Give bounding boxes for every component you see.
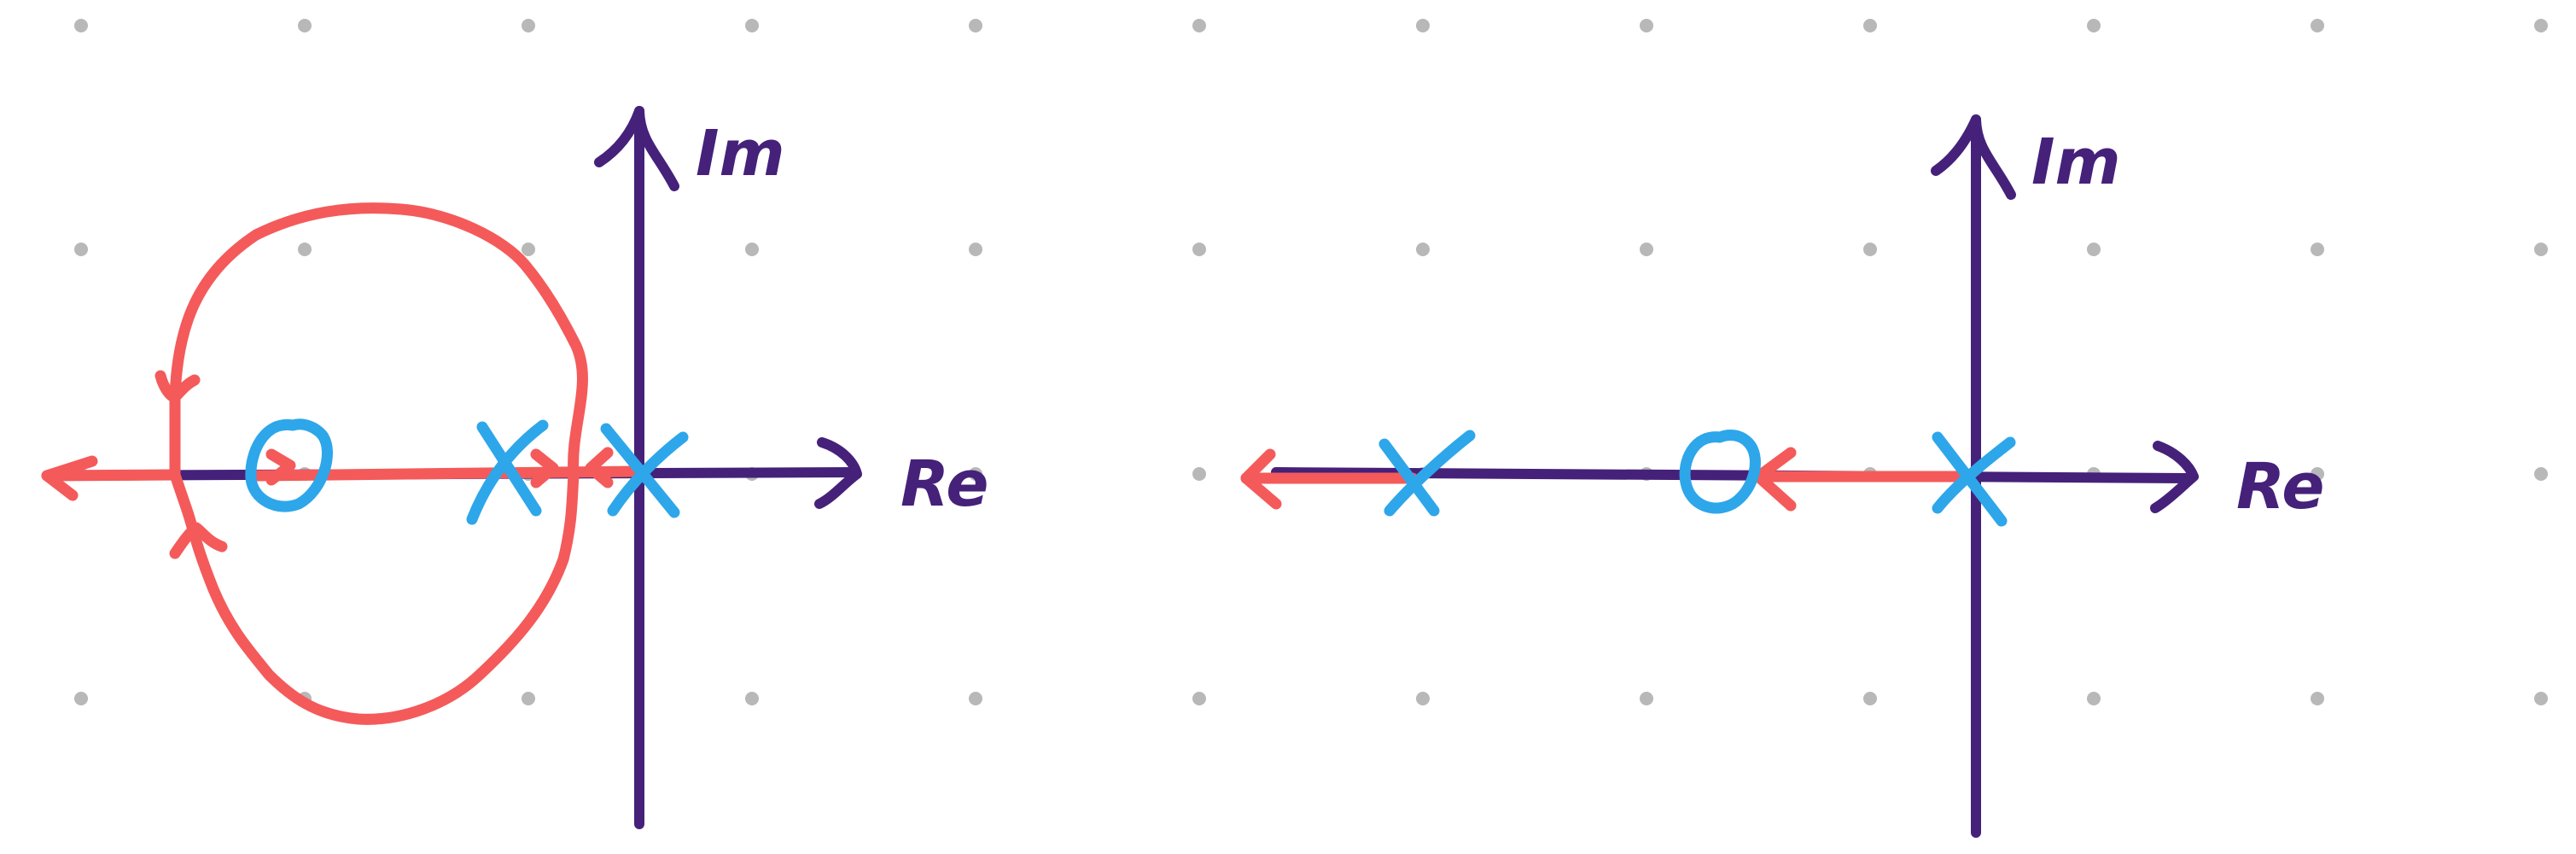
grid-dot xyxy=(1192,19,1206,32)
pole-marker-right-1 xyxy=(1378,430,1476,517)
grid-dot xyxy=(1863,243,1877,256)
real-axis-arrowhead xyxy=(2150,441,2199,513)
locus-arrow-near-origin xyxy=(585,447,614,488)
grid-dot xyxy=(2534,467,2548,481)
imaginary-axis-arrowhead xyxy=(1931,114,2016,200)
grid-dot xyxy=(522,692,535,705)
pole-marker-right-2 xyxy=(1932,431,2016,527)
grid-dot xyxy=(298,243,312,256)
locus-branch-to-neg-infinity xyxy=(41,469,181,482)
grid-dot xyxy=(1192,243,1206,256)
grid-dot xyxy=(298,19,312,32)
grid-dot xyxy=(74,19,88,32)
grid-dot xyxy=(1640,692,1653,705)
grid-dot xyxy=(2311,243,2324,256)
grid-dot xyxy=(2311,19,2324,32)
grid-dot xyxy=(1640,19,1653,32)
grid-dot xyxy=(1416,692,1430,705)
grid-dot xyxy=(2087,243,2101,256)
locus-circle-branch xyxy=(169,202,588,725)
pole-marker-left-2 xyxy=(600,423,689,518)
grid-dot xyxy=(2087,19,2101,32)
grid-dot xyxy=(2534,243,2548,256)
real-axis-label: Re xyxy=(2236,450,2324,524)
locus-arrow-middle xyxy=(530,448,559,488)
grid-dot xyxy=(1192,692,1206,705)
real-axis-arrowhead xyxy=(814,437,862,509)
grid-dot xyxy=(969,19,982,32)
right-root-locus-plot: Im Re xyxy=(1240,114,2324,838)
grid-dot xyxy=(1416,243,1430,256)
grid-dot xyxy=(522,243,535,256)
locus-arrow-upper-break xyxy=(154,370,201,403)
locus-arrow-toward-zero xyxy=(265,448,296,486)
zero-marker-left xyxy=(245,418,333,512)
dot-grid xyxy=(74,19,2548,705)
grid-dot xyxy=(2087,692,2101,705)
grid-dot xyxy=(1863,692,1877,705)
grid-dot xyxy=(74,243,88,256)
grid-dot xyxy=(1416,19,1430,32)
grid-dot xyxy=(2311,467,2324,481)
grid-dot xyxy=(969,243,982,256)
grid-dot xyxy=(2311,692,2324,705)
grid-dot xyxy=(2534,692,2548,705)
locus-arrow-left-end xyxy=(1240,448,1282,510)
grid-dot xyxy=(2534,19,2548,32)
zero-marker-right xyxy=(1679,430,1761,514)
imaginary-axis-arrowhead xyxy=(594,106,679,191)
grid-dot xyxy=(522,19,535,32)
real-axis-label: Re xyxy=(900,447,988,521)
grid-dot xyxy=(1640,243,1653,256)
imaginary-axis-label: Im xyxy=(2031,126,2121,199)
grid-dot xyxy=(969,692,982,705)
grid-dot xyxy=(745,692,759,705)
locus-segment-between-poles xyxy=(250,465,643,482)
grid-dot xyxy=(1863,19,1877,32)
grid-dot xyxy=(745,19,759,32)
left-root-locus-plot: Im Re xyxy=(41,106,988,829)
locus-arrow-left-end xyxy=(41,455,98,501)
pole-marker-left-1 xyxy=(466,419,549,525)
grid-dot xyxy=(1192,467,1206,481)
grid-dot xyxy=(74,692,88,705)
locus-arrow-lower-break xyxy=(169,522,228,559)
imaginary-axis-label: Im xyxy=(696,117,785,190)
grid-dot xyxy=(745,243,759,256)
grid-dot xyxy=(969,467,982,481)
